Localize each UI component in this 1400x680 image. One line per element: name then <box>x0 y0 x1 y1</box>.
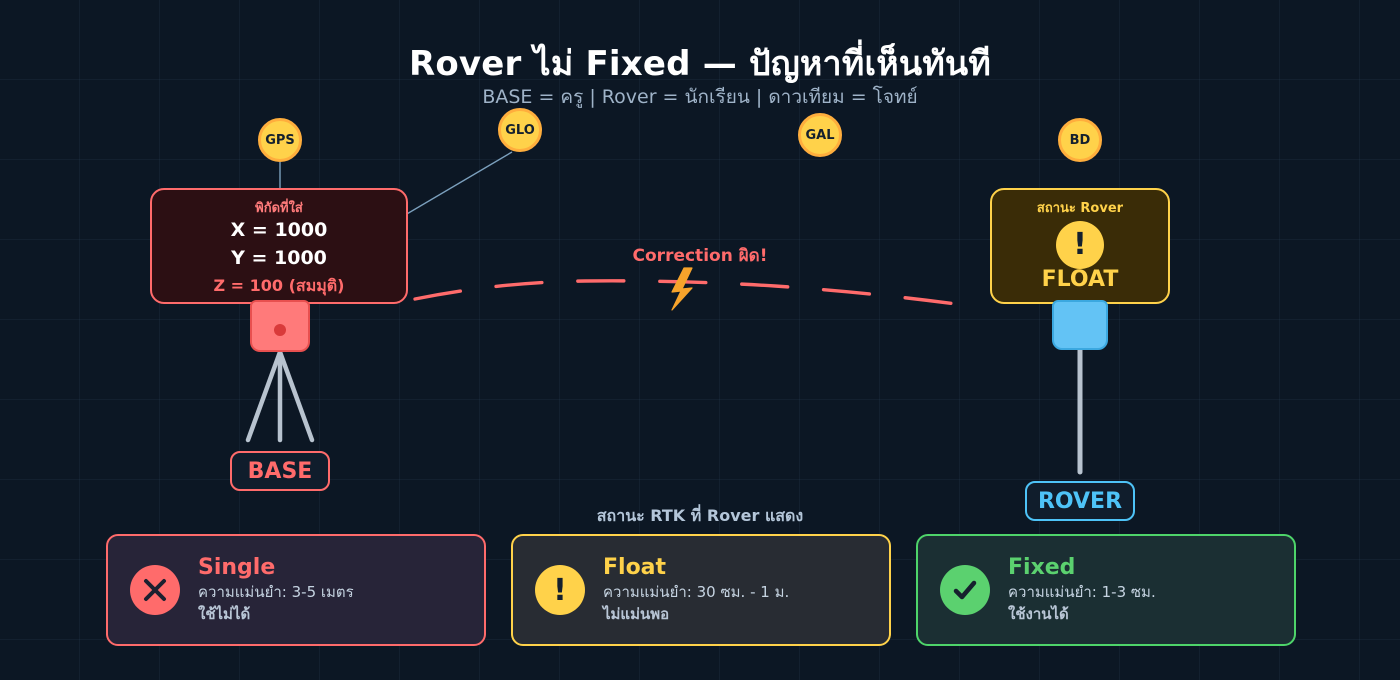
rover-status-box-label: สถานะ Rover <box>1036 201 1124 216</box>
cards-heading: สถานะ RTK ที่ Rover แสดง <box>596 506 804 525</box>
status-card-single-accuracy: ความแม่นยำ: 3-5 เมตร <box>198 583 354 601</box>
base-tag-label: BASE <box>247 458 313 484</box>
status-card-float-accuracy: ความแม่นยำ: 30 ซม. - 1 ม. <box>603 583 790 601</box>
base-coordinate-y: Y = 1000 <box>231 247 327 269</box>
satellite-bd-label: BD <box>1069 132 1091 148</box>
status-card-float-note: ไม่แม่นพอ <box>603 605 670 623</box>
satellite-gps-label: GPS <box>265 132 295 148</box>
base-antenna-dot <box>274 324 286 336</box>
status-card-single: Single ความแม่นยำ: 3-5 เมตร ใช้ไม่ได้ <box>106 534 486 646</box>
rover-tag-label: ROVER <box>1037 488 1123 514</box>
rover-status-box: สถานะ Rover ! FLOAT <box>990 188 1170 304</box>
base-coordinate-z: Z = 100 (สมมุติ) <box>213 276 345 295</box>
status-card-fixed-body: Fixed ความแม่นยำ: 1-3 ซม. ใช้งานได้ <box>1008 555 1156 625</box>
base-tripod <box>245 349 315 443</box>
base-coordinate-x: X = 1000 <box>230 219 328 241</box>
base-tag: BASE <box>230 451 330 491</box>
status-card-single-body: Single ความแม่นยำ: 3-5 เมตร ใช้ไม่ได้ <box>198 555 354 625</box>
status-card-single-title: Single <box>198 555 276 580</box>
status-card-float-icon-glyph: ! <box>553 572 567 608</box>
satellite-gps[interactable]: GPS <box>258 118 302 162</box>
lightning-bolt-icon <box>671 267 693 311</box>
satellite-glo[interactable]: GLO <box>498 108 542 152</box>
page-subtitle: BASE = ครู | Rover = นักเรียน | ดาวเทียม… <box>482 86 918 108</box>
satellite-gal-label: GAL <box>805 127 835 143</box>
status-card-float-body: Float ความแม่นยำ: 30 ซม. - 1 ม. ไม่แม่นพ… <box>603 555 789 625</box>
base-coordinate-box: พิกัดที่ใส่ X = 1000 Y = 1000 Z = 100 (ส… <box>150 188 408 304</box>
page-title: Rover ไม่ Fixed — ปัญหาที่เห็นทันที <box>408 44 991 84</box>
satellite-glo-label: GLO <box>505 122 535 138</box>
circle-exclamation-icon: ! <box>535 565 585 615</box>
status-card-fixed: Fixed ความแม่นยำ: 1-3 ซม. ใช้งานได้ <box>916 534 1296 646</box>
rover-status-value: FLOAT <box>1041 267 1119 292</box>
status-card-fixed-accuracy: ความแม่นยำ: 1-3 ซม. <box>1008 583 1156 601</box>
satellite-bd[interactable]: BD <box>1058 118 1102 162</box>
satellite-gal[interactable]: GAL <box>798 113 842 157</box>
status-card-float-title: Float <box>603 555 667 580</box>
base-antenna-icon <box>250 300 310 352</box>
status-card-single-note: ใช้ไม่ได้ <box>198 605 251 623</box>
rover-tag: ROVER <box>1025 481 1135 521</box>
rover-antenna-icon <box>1052 300 1108 350</box>
circle-check-icon <box>940 565 990 615</box>
rover-status-badge-glyph: ! <box>1073 227 1087 262</box>
status-card-float: ! Float ความแม่นยำ: 30 ซม. - 1 ม. ไม่แม่… <box>511 534 891 646</box>
correction-error-label: Correction ผิด! <box>632 246 768 266</box>
correction-signal-path <box>413 279 987 310</box>
circle-exclamation-icon: ! <box>1056 221 1104 269</box>
status-card-fixed-title: Fixed <box>1008 555 1076 580</box>
base-coordinate-box-label: พิกัดที่ใส่ <box>255 201 303 216</box>
circle-x-icon <box>130 565 180 615</box>
status-card-fixed-note: ใช้งานได้ <box>1008 605 1069 623</box>
